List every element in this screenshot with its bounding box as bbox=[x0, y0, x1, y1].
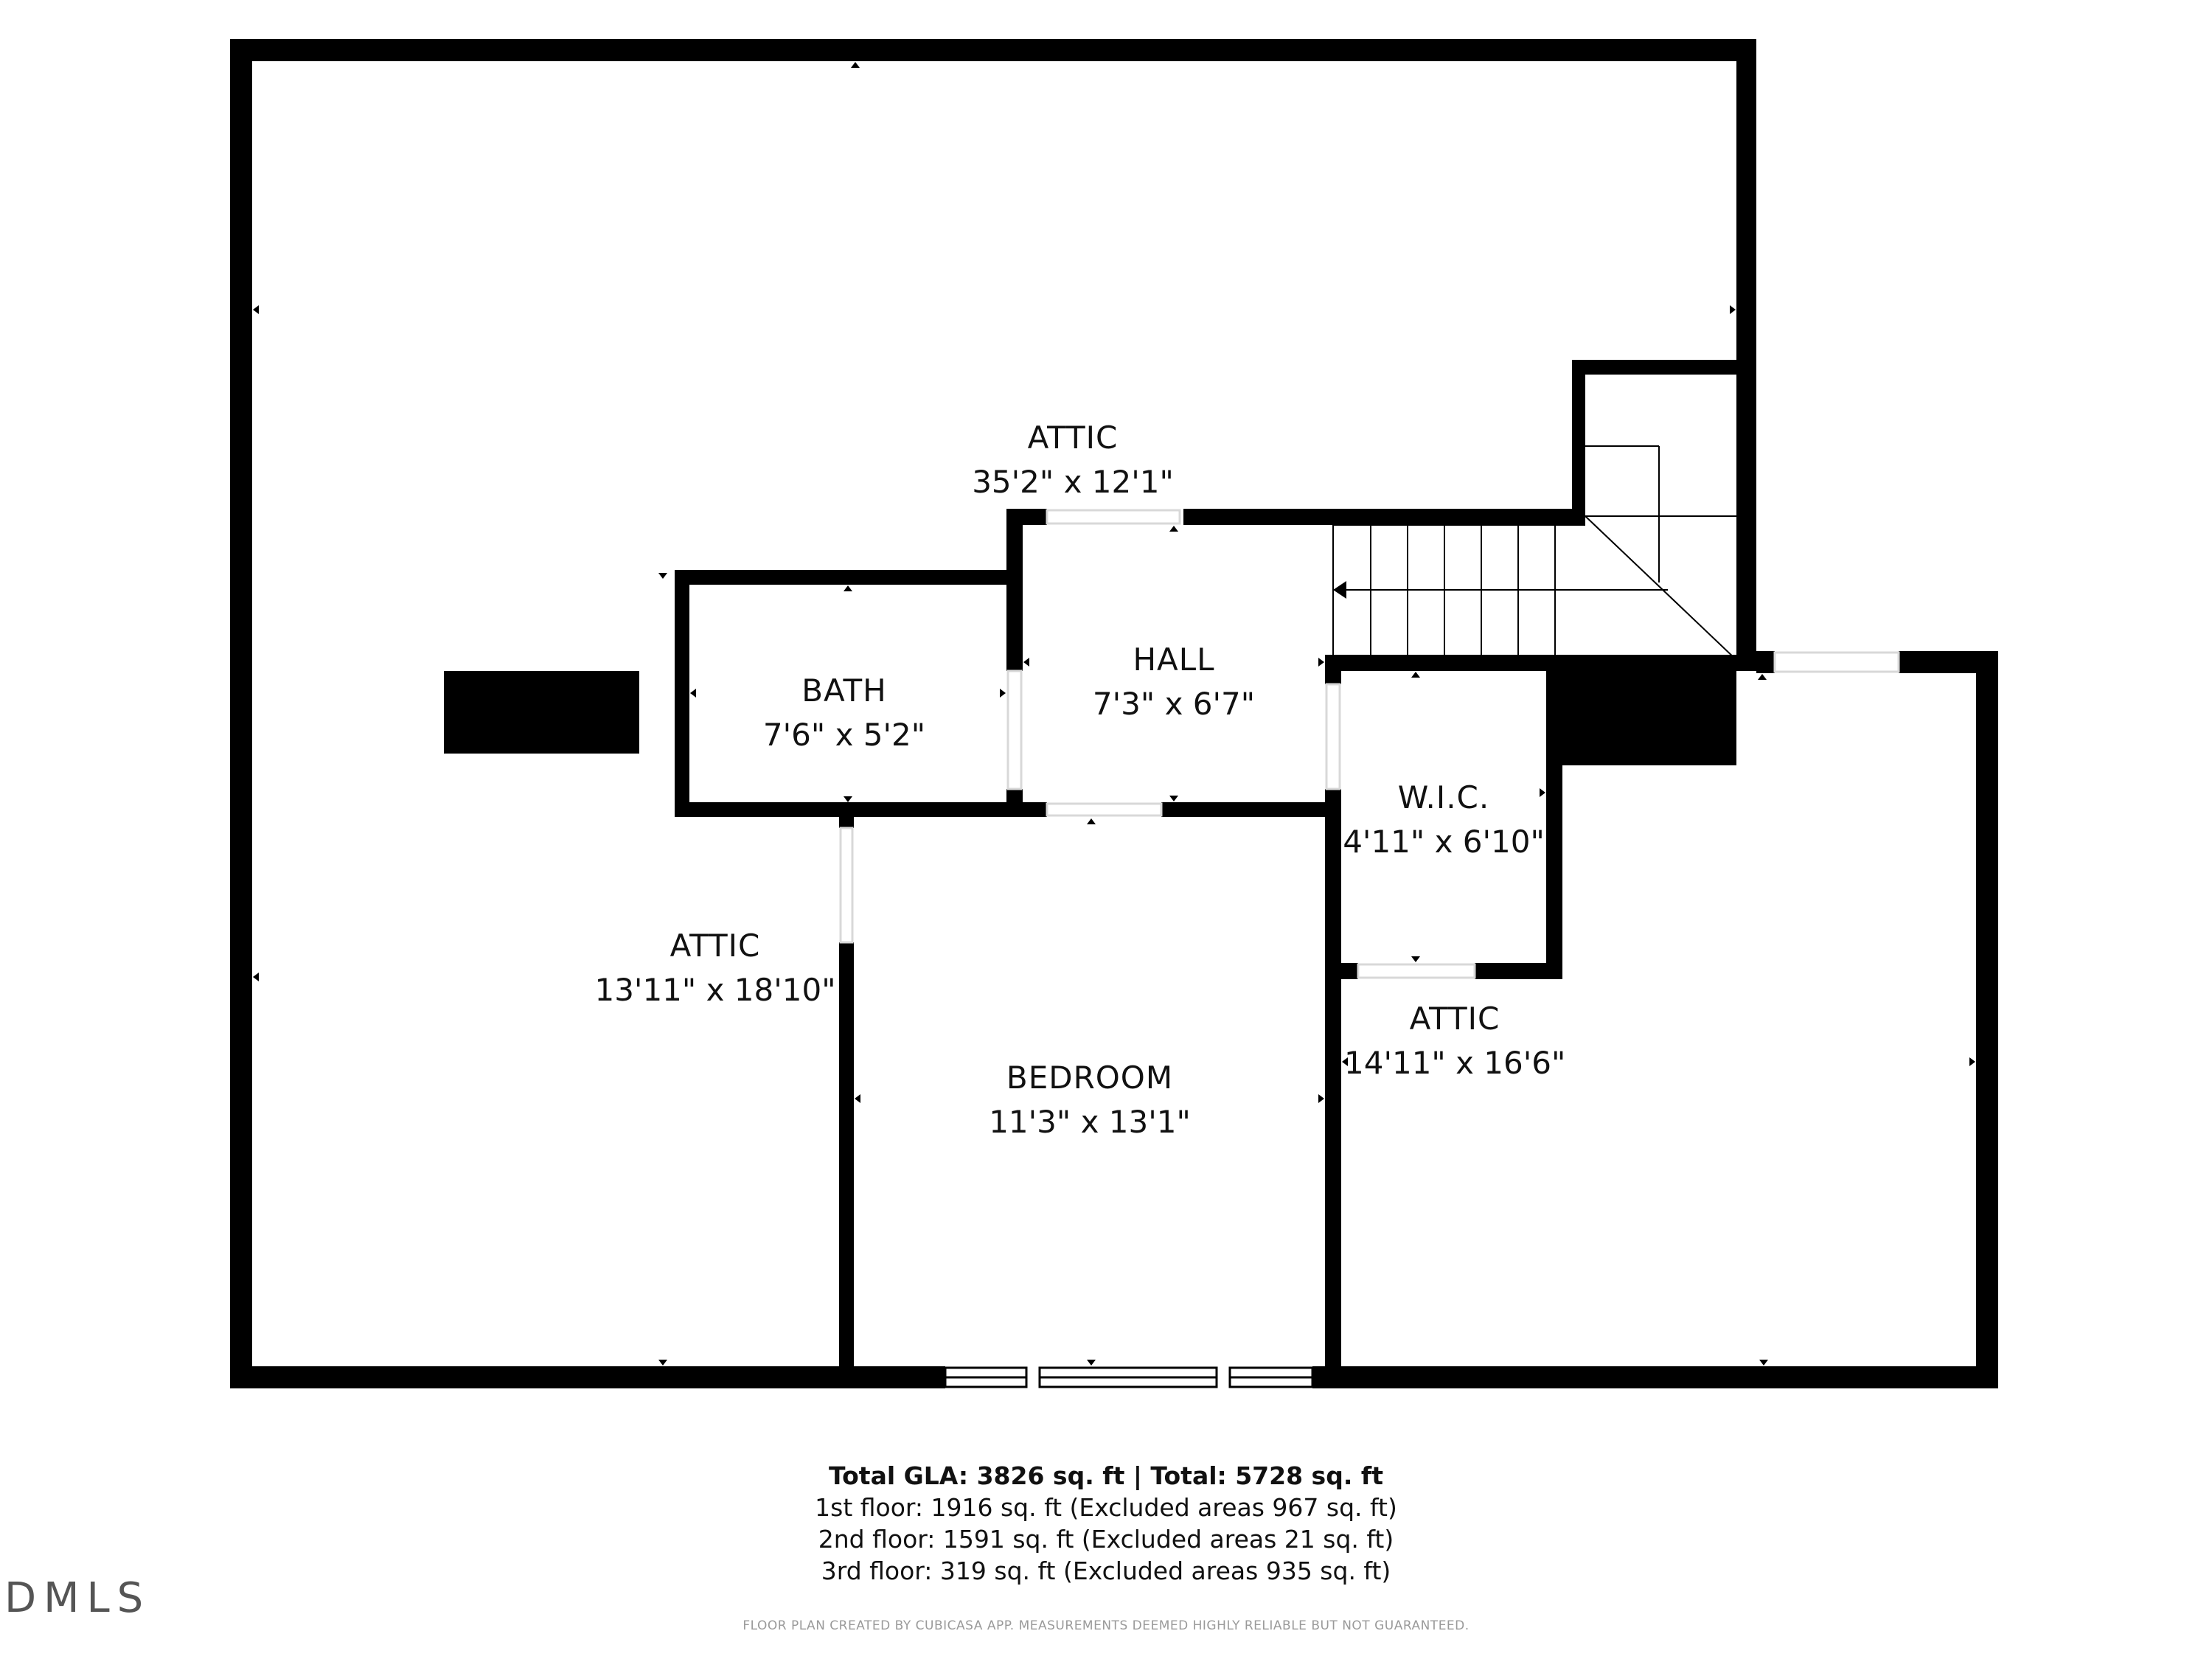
bottom-windows bbox=[944, 1366, 1314, 1388]
door-wic bbox=[1357, 963, 1476, 979]
chimney-block bbox=[444, 671, 639, 754]
wall-bath-top bbox=[675, 570, 1014, 585]
mls-logo: DMLS bbox=[4, 1574, 151, 1622]
wall-top bbox=[230, 39, 1756, 61]
wall-hall-right-bottom bbox=[1325, 789, 1341, 1388]
room-label-hall: HALL 7'3" x 6'7" bbox=[1063, 638, 1284, 726]
wall-hall-bottom-left bbox=[1006, 802, 1047, 817]
disclaimer-text: FLOOR PLAN CREATED BY CUBICASA APP. MEAS… bbox=[742, 1618, 1470, 1633]
walls bbox=[230, 39, 1998, 1388]
room-label-bath: BATH 7'6" x 5'2" bbox=[734, 669, 955, 757]
wall-right-upper bbox=[1736, 39, 1756, 662]
wall-bedroom-left bbox=[839, 942, 854, 1388]
openings bbox=[839, 509, 1900, 979]
wall-hall-left-top bbox=[1006, 509, 1023, 671]
room-label-attic-main: ATTIC 35'2" x 12'1" bbox=[962, 416, 1183, 504]
wall-top-right-ext bbox=[1756, 651, 1775, 673]
room-label-attic-right: ATTIC 14'11" x 16'6" bbox=[1344, 997, 1565, 1085]
room-label-attic-left: ATTIC 13'11" x 18'10" bbox=[590, 924, 841, 1012]
room-dims: 7'3" x 6'7" bbox=[1092, 686, 1256, 722]
floor2-area: 2nd floor: 1591 sq. ft (Excluded areas 2… bbox=[818, 1525, 1394, 1554]
door-hall-bedroom bbox=[1046, 802, 1163, 817]
wall-top-right-ext2 bbox=[1899, 651, 1998, 673]
window-bedroom-left bbox=[839, 827, 854, 944]
room-name: HALL bbox=[1133, 641, 1215, 678]
room-name: W.I.C. bbox=[1397, 779, 1490, 815]
room-dims: 4'11" x 6'10" bbox=[1343, 824, 1545, 860]
room-label-wic: W.I.C. 4'11" x 6'10" bbox=[1333, 776, 1554, 864]
room-label-bedroom: BEDROOM 11'3" x 13'1" bbox=[979, 1056, 1200, 1144]
wall-wic-bottom-left bbox=[1325, 963, 1358, 979]
wall-bottom-right bbox=[1312, 1366, 1998, 1388]
room-dims: 14'11" x 16'6" bbox=[1344, 1045, 1566, 1081]
room-name: BATH bbox=[801, 672, 887, 709]
area-summary: Total GLA: 3826 sq. ft | Total: 5728 sq.… bbox=[0, 1460, 2212, 1587]
room-name: BEDROOM bbox=[1006, 1060, 1174, 1096]
window-top-right bbox=[1773, 651, 1900, 673]
room-dims: 11'3" x 13'1" bbox=[989, 1104, 1191, 1140]
wall-bottom-left bbox=[230, 1366, 945, 1388]
dimension-ticks bbox=[253, 62, 1975, 1366]
solid-block-right bbox=[1548, 662, 1736, 765]
wall-bedroom-left-top bbox=[839, 802, 854, 828]
window-hall-top bbox=[1046, 509, 1181, 525]
room-dims: 13'11" x 18'10" bbox=[594, 972, 836, 1008]
room-name: ATTIC bbox=[669, 928, 761, 964]
floor3-area: 3rd floor: 319 sq. ft (Excluded areas 93… bbox=[821, 1557, 1391, 1585]
wall-bath-left bbox=[675, 570, 689, 817]
room-name: ATTIC bbox=[1027, 420, 1119, 456]
total-area: Total GLA: 3826 sq. ft | Total: 5728 sq.… bbox=[829, 1461, 1383, 1490]
wall-right-lower bbox=[1976, 651, 1998, 1388]
stair-arrow-icon bbox=[1333, 581, 1346, 599]
door-hall-wic bbox=[1325, 683, 1341, 790]
floor1-area: 1st floor: 1916 sq. ft (Excluded areas 9… bbox=[815, 1493, 1397, 1522]
wall-hall-top bbox=[1183, 509, 1585, 525]
wall-hall-bottom-right bbox=[1161, 802, 1338, 817]
wall-hall-topleft bbox=[1006, 509, 1047, 525]
wall-left bbox=[230, 39, 252, 1388]
room-name: ATTIC bbox=[1409, 1001, 1500, 1037]
wall-wic-bottom-right bbox=[1475, 963, 1562, 979]
stairs bbox=[1332, 445, 1737, 661]
room-dims: 35'2" x 12'1" bbox=[972, 464, 1174, 500]
room-dims: 7'6" x 5'2" bbox=[762, 717, 926, 753]
wall-stair-top bbox=[1572, 360, 1756, 375]
door-hall-bath bbox=[1006, 669, 1023, 790]
wall-stair-left bbox=[1572, 360, 1585, 526]
